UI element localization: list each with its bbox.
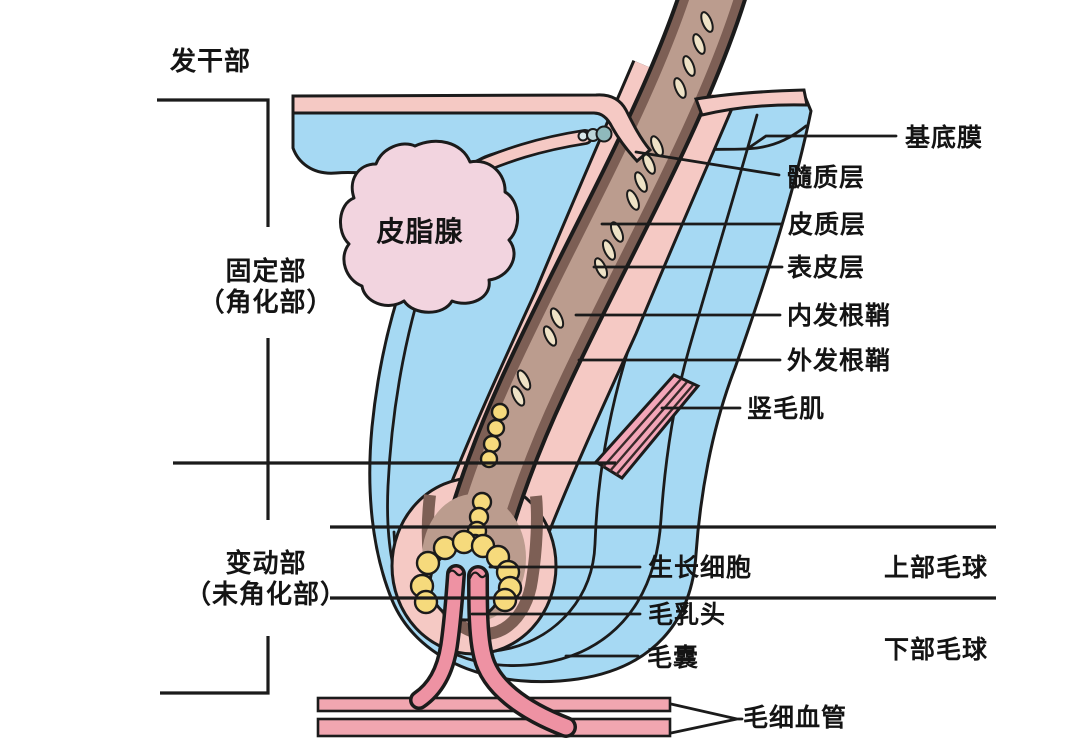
zone-separators <box>173 461 996 600</box>
label-outer-root-sheath: 外发根鞘 <box>787 347 892 375</box>
leader-lines <box>470 134 898 658</box>
label-hair-papilla: 毛乳头 <box>648 601 727 629</box>
label-cortex-layer: 皮质层 <box>788 211 867 239</box>
label-inner-root-sheath: 内发根鞘 <box>787 302 892 330</box>
epidermis-band-left <box>291 93 653 164</box>
label-hair-follicle: 毛囊 <box>647 644 700 672</box>
label-variable-zone-line2: （未角化部） <box>184 579 347 609</box>
label-upper-hair-bulb: 上部毛球 <box>884 554 989 582</box>
label-lower-hair-bulb: 下部毛球 <box>884 636 989 664</box>
arrector-pili-muscle <box>593 373 701 480</box>
label-arrector-pili: 竖毛肌 <box>747 395 826 423</box>
label-fixed-zone-line1: 固定部 <box>225 256 307 286</box>
label-capillaries: 毛细血管 <box>743 704 848 732</box>
capillary-vessels <box>316 696 672 738</box>
label-variable-zone-line1: 变动部 <box>225 548 307 578</box>
label-hair-shaft-zone: 发干部 <box>170 46 252 76</box>
label-cuticle-layer: 表皮层 <box>787 254 866 282</box>
label-variable-zone: 变动部 （未角化部） <box>146 548 386 610</box>
epidermis-band-right <box>693 88 809 117</box>
capillary-pointer <box>669 702 744 735</box>
sebaceous-gland <box>339 139 519 314</box>
label-fixed-zone: 固定部 （角化部） <box>146 256 386 318</box>
label-growth-cells: 生长细胞 <box>648 554 753 582</box>
zone-bracket <box>157 98 270 695</box>
label-basement-membrane: 基底膜 <box>905 124 984 152</box>
label-sebaceous-gland: 皮脂腺 <box>376 216 464 247</box>
label-medulla-layer: 髓质层 <box>787 164 866 192</box>
medulla-cells <box>510 11 714 407</box>
label-fixed-zone-line2: （角化部） <box>198 287 334 317</box>
